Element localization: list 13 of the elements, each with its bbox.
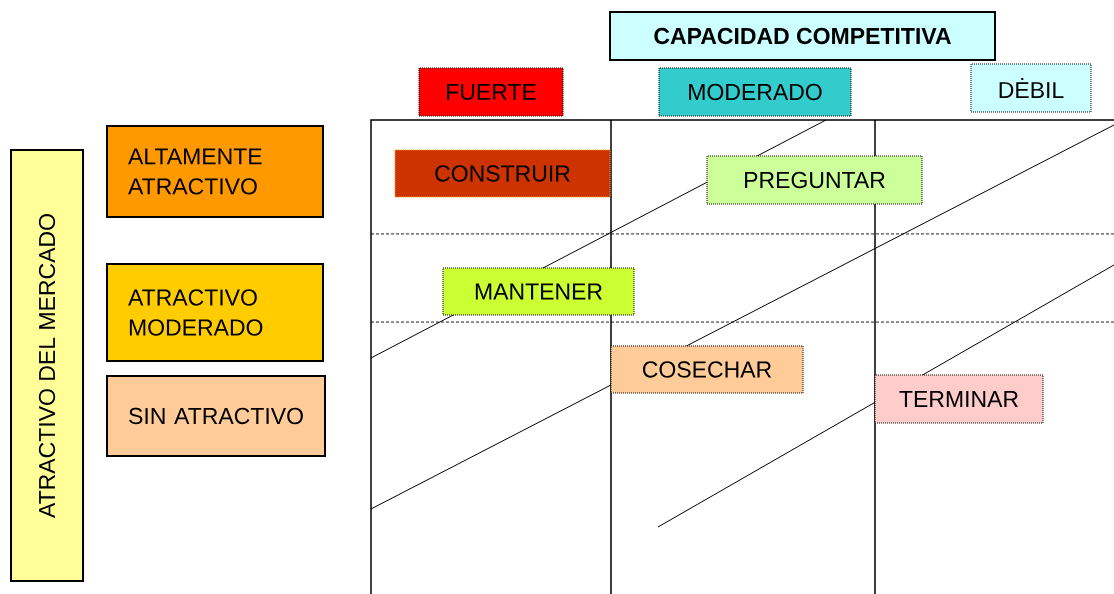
column-header-box: DĖBIL [970,63,1092,113]
row-header-box: ALTAMENTE ATRACTIVO [106,125,324,218]
strategy-box: MANTENER [442,267,635,316]
header-box: CAPACIDAD COMPETITIVA [609,11,996,61]
axis-label-box: ATRACTIVO DEL MERCADO [10,149,84,582]
strategy-box: PREGUNTAR [706,155,923,205]
column-header-box: FUERTE [418,67,564,117]
row-header-box: ATRACTIVO MODERADO [106,263,324,362]
strategy-box: COSECHAR [610,345,804,394]
row-header-box: SIN ATRACTIVO [106,375,326,457]
column-header-box: MODERADO [658,67,852,117]
strategy-box: CONSTRUIR [394,149,611,198]
strategy-box: TERMINAR [874,374,1044,424]
